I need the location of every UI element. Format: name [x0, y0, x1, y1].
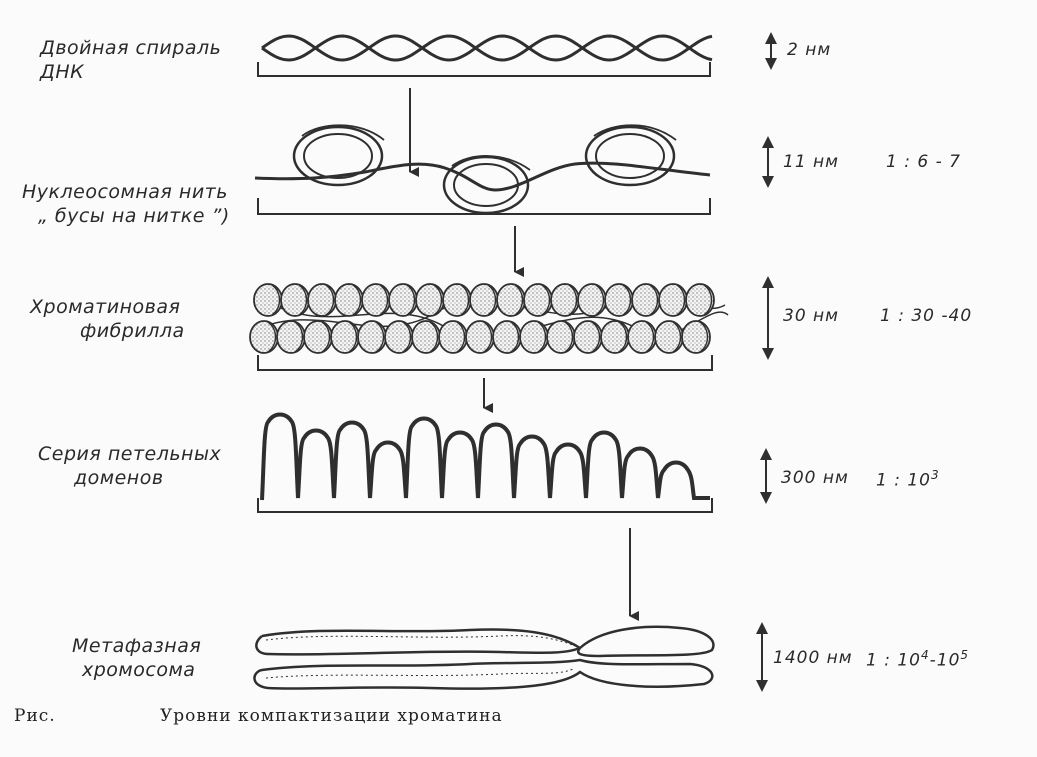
level-name: Хроматиновая фибрилла [30, 295, 185, 343]
level-name-line: фибрилла [30, 319, 185, 343]
chromatin-bead [308, 284, 336, 316]
chromatin-bead [578, 284, 606, 316]
chromatin-bead [281, 284, 309, 316]
chromatin-bead [632, 284, 660, 316]
level-name: Серия петельных доменов [38, 442, 221, 490]
level-name-line: Серия петельных [38, 442, 221, 466]
chromatin-bead [389, 284, 417, 316]
scale-arrow [760, 448, 772, 504]
level-size: 1400 нм [773, 648, 853, 668]
loop-domains [258, 415, 712, 513]
chromatin-bead [304, 321, 332, 353]
level-name: Двойная спираль ДНК [40, 36, 221, 84]
chromatin-bead [686, 284, 714, 316]
chromatin-bead [659, 284, 687, 316]
chromatin-bead [547, 321, 575, 353]
dna-double-helix [258, 36, 712, 76]
chromatin-bead [277, 321, 305, 353]
chromatin-bead [520, 321, 548, 353]
level-size: 2 нм [787, 40, 831, 60]
chromatin-bead [331, 321, 359, 353]
chromatin-bead [682, 321, 710, 353]
nucleosome-bead [444, 156, 530, 213]
chromatin-bead [335, 284, 363, 316]
level-name-line: хромосома [72, 658, 201, 682]
chromatin-bead [493, 321, 521, 353]
chromatin-bead [497, 284, 525, 316]
level-name: Нуклеосомная нить „ бусы на нитке ”) [22, 180, 230, 228]
scale-arrow [756, 622, 768, 692]
chromatin-bead [254, 284, 282, 316]
level-name-line: ДНК [40, 60, 221, 84]
chromatin-bead [250, 321, 278, 353]
chromatin-bead [628, 321, 656, 353]
level-size: 11 нм [783, 152, 839, 172]
level-name-line: Нуклеосомная нить [22, 180, 230, 204]
chromatin-bead [412, 321, 440, 353]
chromatin-bead [416, 284, 444, 316]
level-size: 300 нм [781, 468, 849, 488]
compaction-ratio: 1 : 30 -40 [880, 306, 972, 326]
chromatin-bead [443, 284, 471, 316]
chromatin-bead [605, 284, 633, 316]
level-name-line: „ бусы на нитке ”) [22, 204, 230, 228]
chromatin-bead [574, 321, 602, 353]
chromatin-bead [601, 321, 629, 353]
level-size: 30 нм [783, 306, 839, 326]
chromatin-bead [551, 284, 579, 316]
level-name-line: доменов [38, 466, 221, 490]
scale-arrow [765, 32, 777, 70]
figure-caption-title: Уровни компактизации хроматина [160, 706, 503, 726]
chromatin-bead [466, 321, 494, 353]
chromatin-bead [524, 284, 552, 316]
chromatin-bead [439, 321, 467, 353]
scale-arrow [762, 276, 774, 360]
level-name-line: Метафазная [72, 634, 201, 658]
chromatin-fibril [250, 284, 728, 353]
chromatin-bead [385, 321, 413, 353]
compaction-ratio: 1 : 6 - 7 [886, 152, 961, 172]
metaphase-chromosome [254, 627, 713, 689]
chromatin-bead [358, 321, 386, 353]
compaction-ratio: 1 : 104-105 [866, 648, 969, 671]
scale-arrow [762, 136, 774, 188]
chromatin-bead [655, 321, 683, 353]
figure-caption-prefix: Рис. [14, 706, 56, 726]
chromatin-bead [470, 284, 498, 316]
nucleosome-bead [586, 125, 676, 185]
chromatin-bead [362, 284, 390, 316]
level-name-line: Двойная спираль [40, 36, 221, 60]
level-name-line: Хроматиновая [30, 295, 185, 319]
compaction-ratio: 1 : 103 [876, 468, 940, 491]
level-name: Метафазная хромосома [72, 634, 201, 682]
